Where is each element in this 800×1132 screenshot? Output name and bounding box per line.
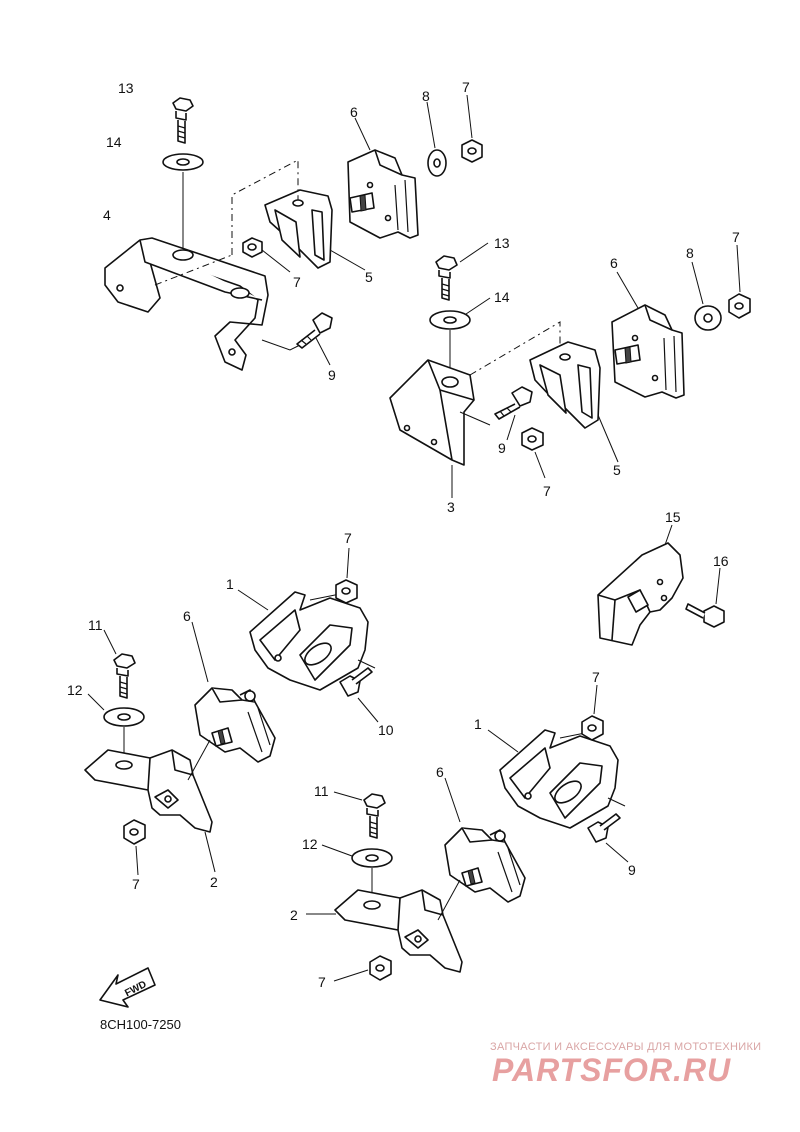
bolt-9-right bbox=[494, 386, 533, 420]
callout-7-right-b: 7 bbox=[543, 483, 551, 499]
callout-5-top: 5 bbox=[365, 269, 373, 285]
callout-4: 4 bbox=[103, 207, 111, 223]
callout-15: 15 bbox=[665, 509, 681, 525]
callout-2-left: 2 bbox=[210, 874, 218, 890]
callout-1-right: 1 bbox=[474, 716, 482, 732]
nut-7-right-b bbox=[521, 427, 544, 451]
callout-9-right: 9 bbox=[498, 440, 506, 456]
callout-11-left: 11 bbox=[88, 617, 103, 633]
damper-5-right bbox=[529, 341, 601, 429]
callout-2-right: 2 bbox=[290, 907, 298, 923]
watermark-tagline: ЗАПЧАСТИ И АКСЕССУАРЫ ДЛЯ МОТОТЕХНИКИ bbox=[490, 1041, 762, 1053]
washer-12-left bbox=[103, 707, 145, 727]
callout-7-right: 7 bbox=[732, 229, 740, 245]
callout-13-right: 13 bbox=[494, 235, 510, 251]
damper-1-right bbox=[499, 729, 619, 829]
bracket-4 bbox=[104, 237, 269, 371]
bolt-9-top bbox=[296, 312, 333, 349]
damper-5-top bbox=[264, 189, 333, 269]
bolt-11-left bbox=[113, 653, 136, 699]
callout-7-top: 7 bbox=[462, 79, 470, 95]
callout-11-right: 11 bbox=[314, 783, 329, 799]
bolt-13-right bbox=[435, 255, 458, 301]
nut-7-mid-right bbox=[581, 715, 604, 741]
bolt-13-top bbox=[172, 97, 194, 144]
bracket-2-right bbox=[334, 889, 463, 973]
callout-5-right: 5 bbox=[613, 462, 621, 478]
callout-16: 16 bbox=[713, 553, 729, 569]
diagram-code: 8CH100-7250 bbox=[100, 1017, 181, 1032]
callout-6-mid-left: 6 bbox=[183, 608, 191, 624]
fwd-arrow-icon: FWD bbox=[99, 967, 156, 1008]
callout-12-right: 12 bbox=[302, 836, 318, 852]
mount-6-right bbox=[611, 304, 685, 399]
washer-12-right bbox=[351, 848, 393, 868]
callout-12-left: 12 bbox=[67, 682, 83, 698]
mount-6-low-right bbox=[444, 827, 526, 903]
cover-15 bbox=[597, 542, 684, 646]
bolt-11-right bbox=[363, 793, 386, 839]
bolt-10 bbox=[339, 667, 373, 697]
callout-7-low-left: 7 bbox=[132, 876, 140, 892]
callout-7-mid-right: 7 bbox=[592, 669, 600, 685]
callout-7-low-right: 7 bbox=[318, 974, 326, 990]
callout-9-top: 9 bbox=[328, 367, 336, 383]
bracket-2-left bbox=[84, 749, 213, 833]
callout-7-a: 7 bbox=[293, 274, 301, 290]
washer-14-top bbox=[162, 153, 204, 171]
callout-6-top: 6 bbox=[350, 104, 358, 120]
callout-7-mid-left: 7 bbox=[344, 530, 352, 546]
nut-7-low-left bbox=[123, 819, 146, 845]
watermark-logo: PARTSFOR.RU bbox=[492, 1052, 732, 1088]
bolt-9-low bbox=[587, 813, 621, 843]
nut-7-top bbox=[461, 139, 483, 163]
nut-7-low-right bbox=[369, 955, 392, 981]
callout-14-top: 14 bbox=[106, 134, 122, 150]
mount-6-top bbox=[347, 149, 419, 239]
damper-1-left bbox=[249, 591, 369, 691]
callout-8-right: 8 bbox=[686, 245, 694, 261]
washer-14-right bbox=[429, 310, 471, 330]
washer-8-top bbox=[427, 149, 447, 177]
nut-7-right bbox=[728, 293, 751, 319]
callout-3: 3 bbox=[447, 499, 455, 515]
callout-6-right: 6 bbox=[610, 255, 618, 271]
callout-13-top: 13 bbox=[118, 80, 134, 96]
nut-7-a bbox=[242, 237, 263, 258]
washer-8-right bbox=[694, 305, 722, 331]
bolt-16 bbox=[685, 603, 725, 628]
callout-14-right: 14 bbox=[494, 289, 510, 305]
callout-9-low: 9 bbox=[628, 862, 636, 878]
nut-7-mid-left bbox=[335, 579, 358, 604]
callout-labels: 13 14 4 6 8 7 7 5 9 13 14 6 8 7 9 7 5 3 … bbox=[67, 79, 740, 990]
bracket-3 bbox=[389, 359, 475, 466]
callout-8-top: 8 bbox=[422, 88, 430, 104]
callout-10: 10 bbox=[378, 722, 394, 738]
callout-1-left: 1 bbox=[226, 576, 234, 592]
callout-6-low-right: 6 bbox=[436, 764, 444, 780]
mount-6-mid-left bbox=[194, 687, 276, 763]
